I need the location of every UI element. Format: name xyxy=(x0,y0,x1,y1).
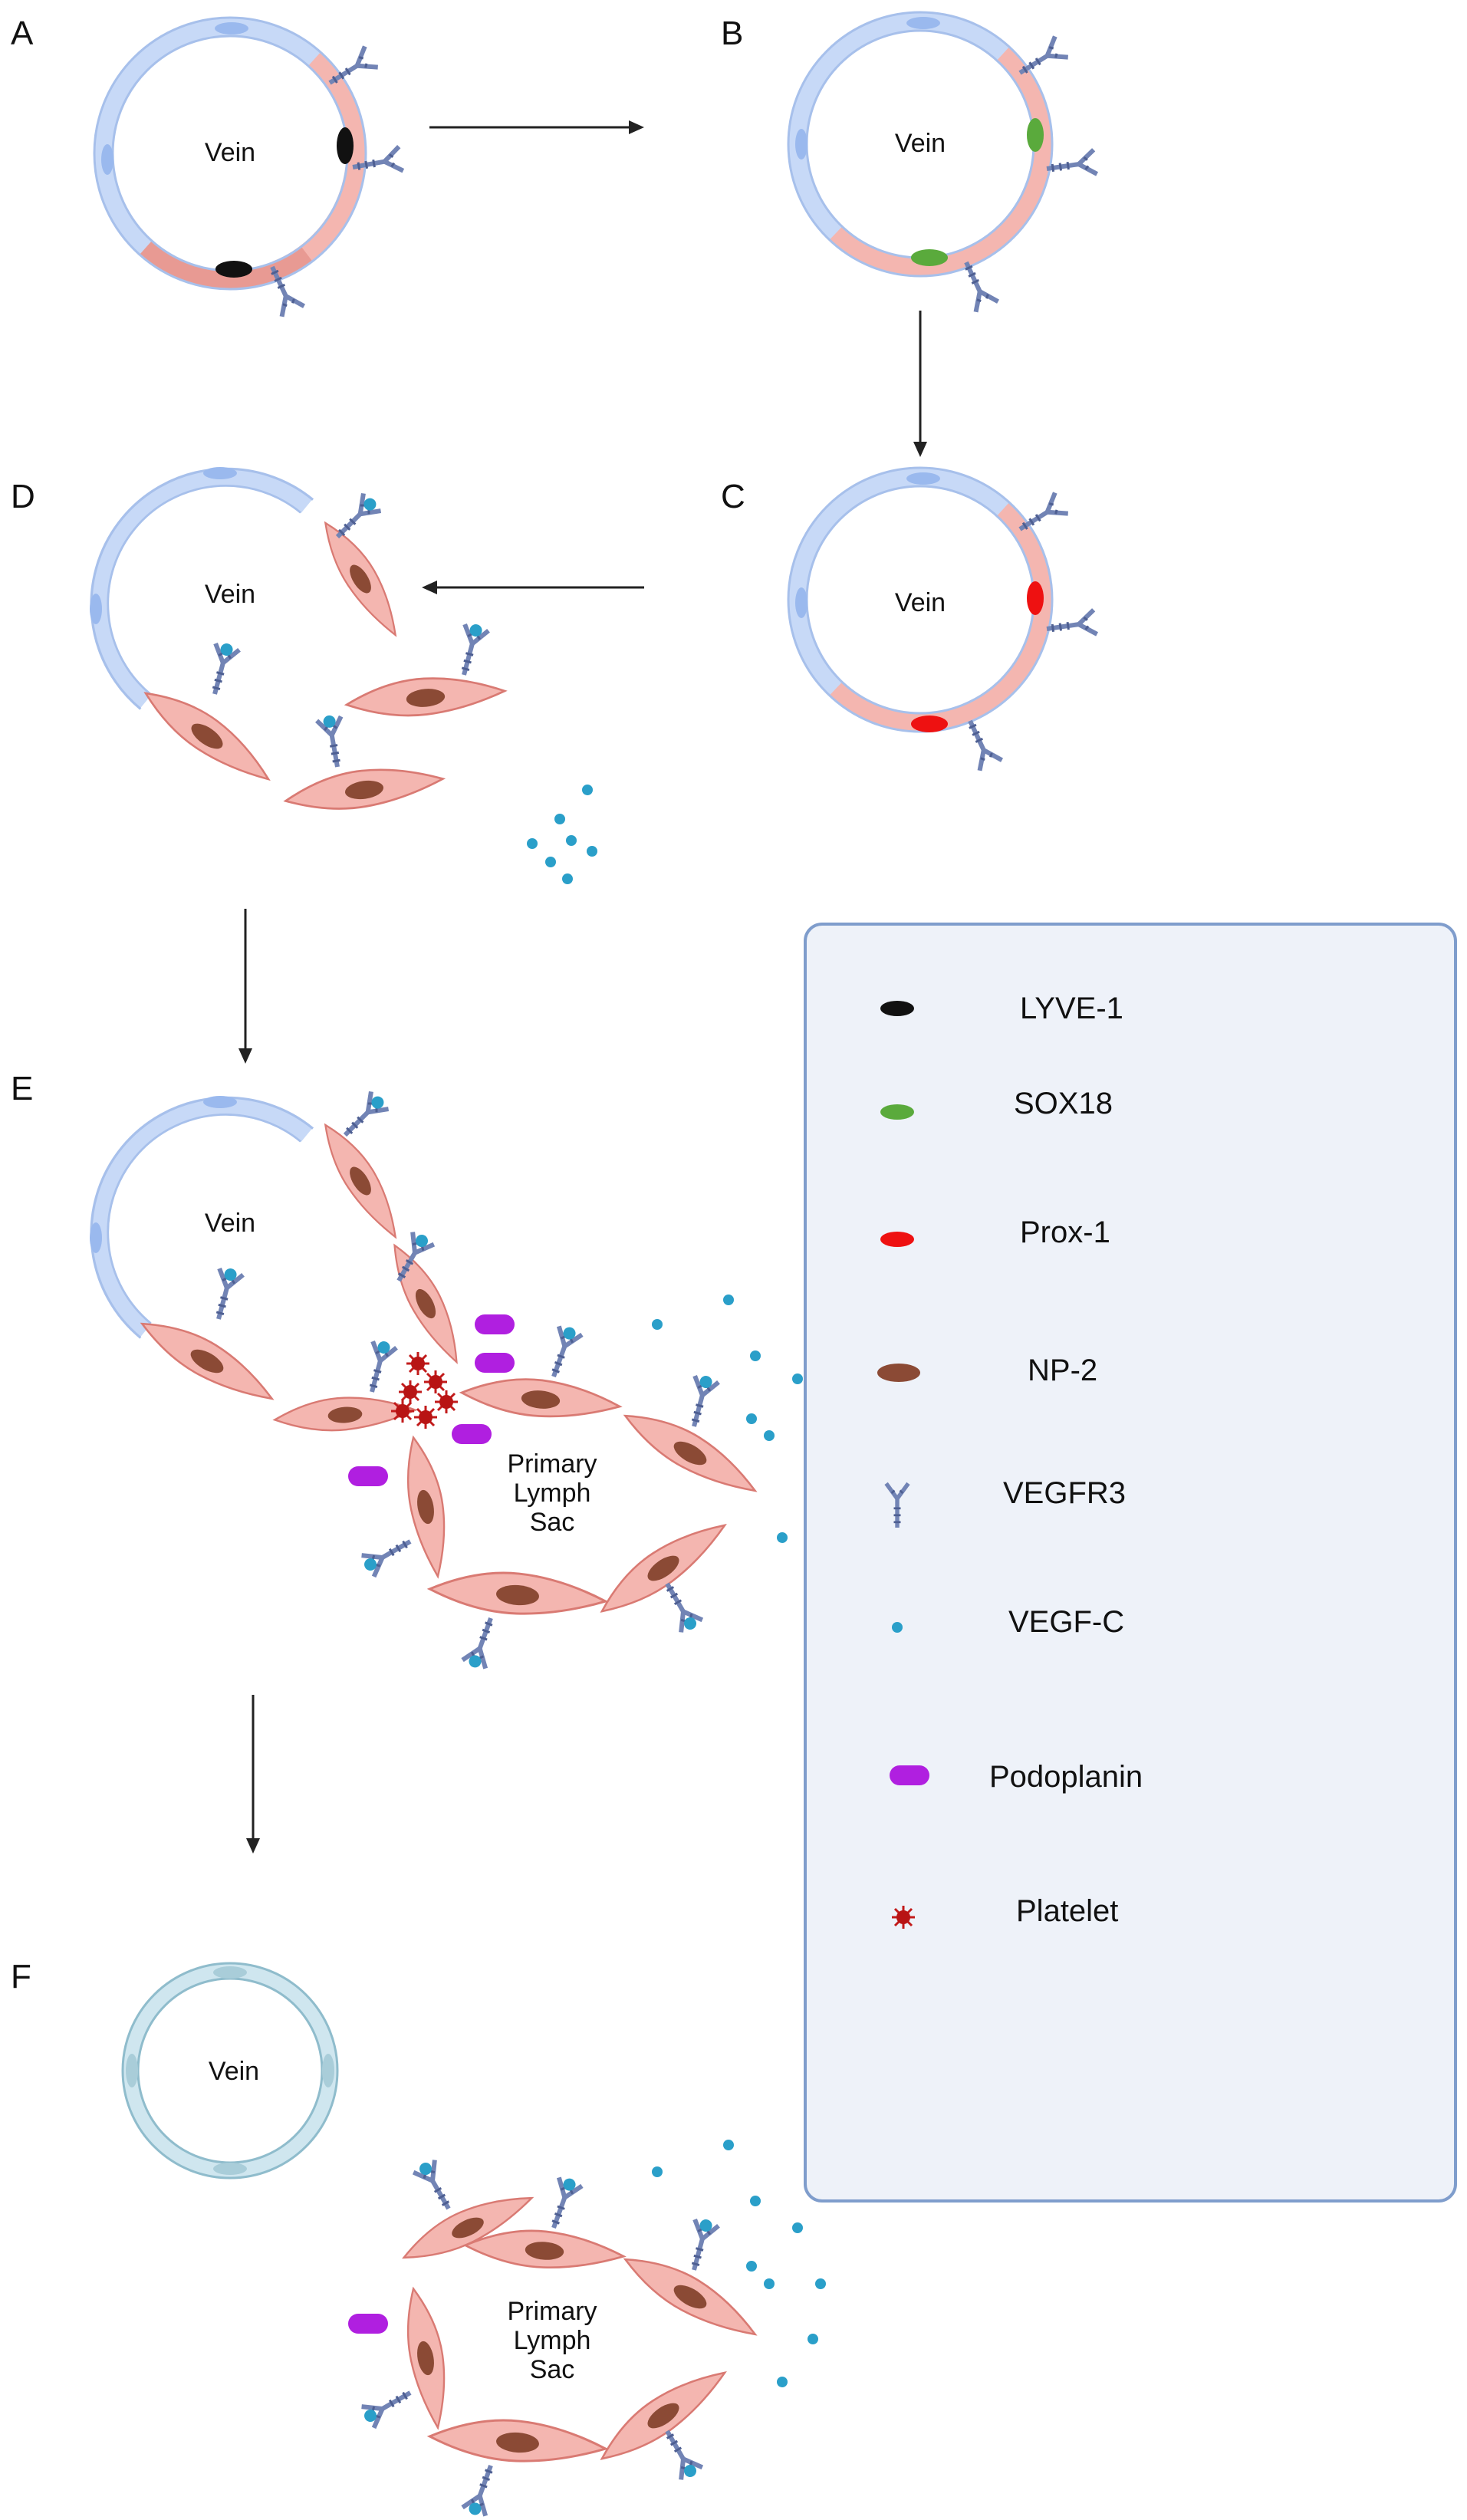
panel-letter-c: C xyxy=(721,478,745,515)
legend-item-vegfr3: VEGFR3 xyxy=(886,1476,1126,1528)
vein-b: Vein xyxy=(787,11,1054,278)
vein-label-e: Vein xyxy=(205,1209,255,1238)
sac-label-e-line2: Lymph xyxy=(514,1479,591,1508)
panel-letter-e: E xyxy=(11,1070,33,1107)
arrow-b-to-c xyxy=(913,311,927,457)
brown-oval-icon xyxy=(877,1364,920,1382)
legend-item-sox18: SOX18 xyxy=(880,1087,1113,1120)
legend-item-lyve1: LYVE-1 xyxy=(880,992,1123,1025)
green-oval-icon xyxy=(880,1104,914,1120)
arrow-e-to-f xyxy=(246,1695,260,1854)
panel-c: C Vein xyxy=(721,466,1097,771)
black-oval-icon xyxy=(880,1001,914,1016)
vein-e: Vein xyxy=(90,1096,314,1339)
legend-label-prox1: Prox-1 xyxy=(1020,1216,1110,1249)
panel-b: B Vein xyxy=(721,11,1097,312)
legend-box: LYVE-1 SOX18 Prox-1 NP-2 VEGFR3 VEGF-C P… xyxy=(804,923,1457,2203)
legend-item-vegfc: VEGF-C xyxy=(892,1605,1124,1639)
panel-letter-a: A xyxy=(11,15,34,52)
legend-item-podoplanin: Podoplanin xyxy=(890,1760,1143,1794)
sac-label-f-line2: Lymph xyxy=(514,2326,591,2355)
arrow-a-to-b xyxy=(429,120,644,134)
sac-label-f-line3: Sac xyxy=(530,2355,575,2384)
panel-f: F Vein Primary Lymph Sac xyxy=(11,1958,826,2518)
red-oval-icon xyxy=(880,1232,914,1247)
platelet-icon xyxy=(890,1904,916,1930)
legend-label-podoplanin: Podoplanin xyxy=(989,1760,1143,1794)
vein-label-c: Vein xyxy=(895,588,946,617)
sac-label-f-line1: Primary xyxy=(507,2297,597,2326)
legend-label-sox18: SOX18 xyxy=(1014,1087,1113,1120)
vein-label-b: Vein xyxy=(895,129,946,158)
panel-d: D Vein xyxy=(11,467,597,884)
sac-label-e-line3: Sac xyxy=(530,1508,575,1537)
vegf-c-cluster-e xyxy=(652,1295,803,1543)
vein-label-d: Vein xyxy=(205,580,255,609)
legend-label-vegfr3: VEGFR3 xyxy=(1003,1476,1126,1510)
arrow-d-to-e xyxy=(238,909,252,1064)
panel-a: A Vein xyxy=(11,15,403,317)
legend-label-vegfc: VEGF-C xyxy=(1008,1605,1124,1639)
lymph-sac-e: Primary Lymph Sac xyxy=(133,1115,765,1626)
panel-letter-d: D xyxy=(11,478,35,515)
platelet-cluster-e xyxy=(390,1350,459,1430)
vein-label-a: Vein xyxy=(205,138,255,167)
legend-label-platelet: Platelet xyxy=(1016,1894,1118,1928)
vein-label-f: Vein xyxy=(209,2057,259,2086)
sac-label-e-line1: Primary xyxy=(507,1449,597,1479)
lymph-sac-f: Primary Lymph Sac xyxy=(395,2181,765,2473)
legend-item-prox1: Prox-1 xyxy=(880,1216,1110,1249)
mature-vein-f: Vein xyxy=(121,1962,339,2180)
legend-label-lyve1: LYVE-1 xyxy=(1020,992,1123,1025)
legend-item-np2: NP-2 xyxy=(877,1354,1097,1387)
legend-item-platelet: Platelet xyxy=(890,1894,1118,1930)
panel-letter-b: B xyxy=(721,15,743,52)
legend-label-np2: NP-2 xyxy=(1028,1354,1097,1387)
vein-d: Vein xyxy=(90,467,314,710)
vegf-c-cluster-f xyxy=(652,2140,826,2387)
arrow-c-to-d xyxy=(422,581,644,594)
vein-c: Vein xyxy=(787,466,1054,733)
vegf-c-cluster-d xyxy=(527,785,597,884)
panel-letter-f: F xyxy=(11,1958,31,1995)
vein-a: Vein xyxy=(93,16,367,291)
purple-pill-icon xyxy=(890,1765,929,1785)
podoplanin-f xyxy=(348,2314,388,2334)
panel-e: E Vein Primary Lymph Sac xyxy=(11,1070,803,1671)
blue-dot-icon xyxy=(892,1622,903,1633)
